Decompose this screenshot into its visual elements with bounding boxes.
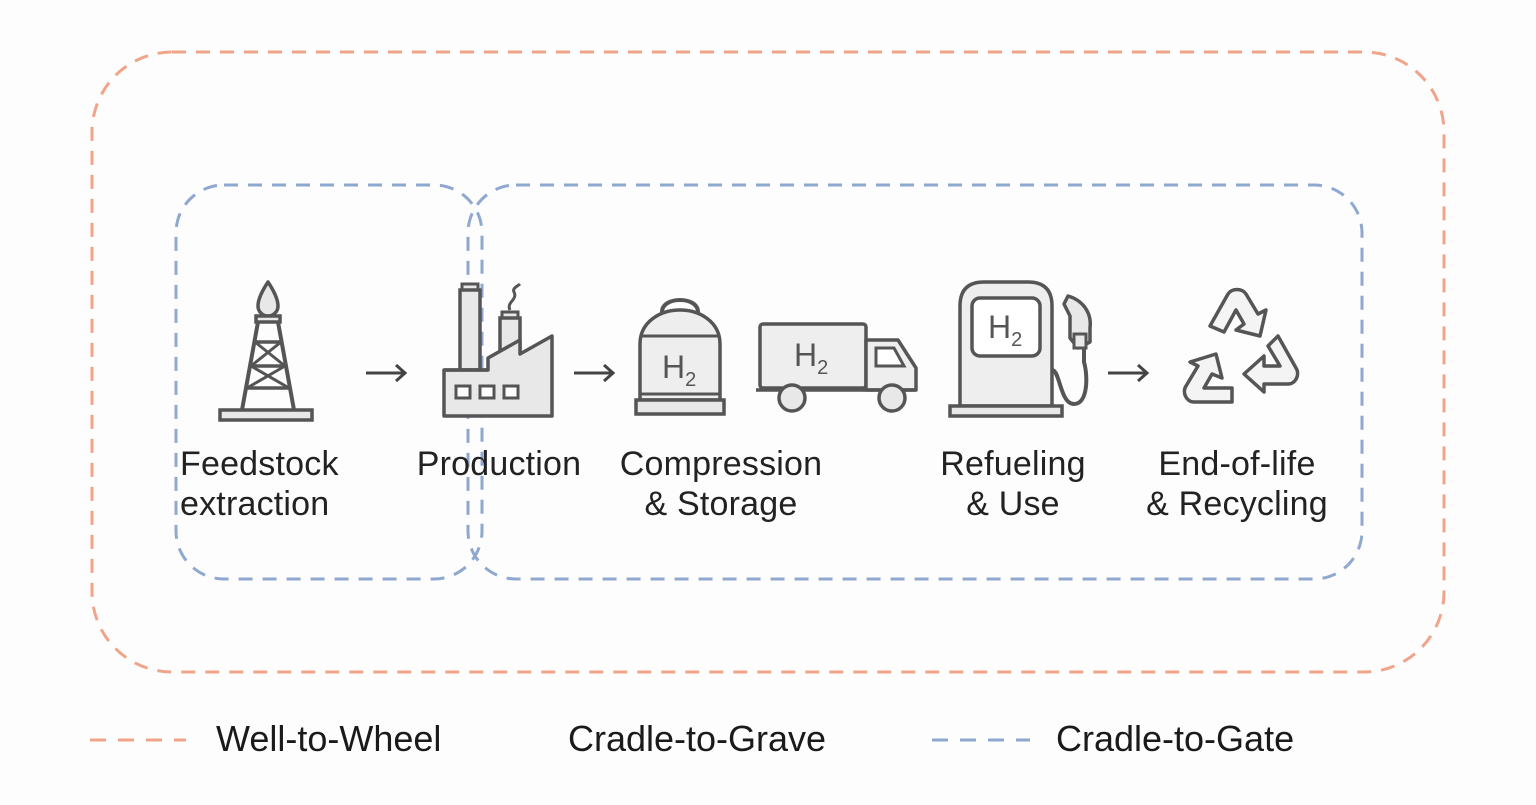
- recycle-icon: [1166, 280, 1312, 414]
- truck-h2-symbol: H2: [794, 337, 828, 379]
- flow-arrow-3: [1108, 363, 1150, 383]
- stage-label-end-of-life: End-of-life & Recycling: [1146, 445, 1328, 523]
- legend-label-cradle-to-grave: Cradle-to-Grave: [568, 718, 827, 759]
- flow-arrow-1: [366, 363, 408, 383]
- oil-derrick-icon: [214, 278, 318, 424]
- flow-arrow-2: [574, 363, 616, 383]
- stage-label-feedstock: Feedstock extraction: [180, 445, 339, 523]
- stage-label-refueling: Refueling & Use: [940, 445, 1086, 523]
- factory-icon: [438, 278, 558, 422]
- stage-label-production: Production: [416, 445, 582, 483]
- fuel-pump-icon: H2: [944, 276, 1094, 422]
- hydrogen-truck-icon: H2: [752, 318, 920, 418]
- legend-label-cradle-to-gate: Cradle-to-Gate: [1056, 718, 1295, 759]
- well-to-wheel-boundary: [90, 50, 1446, 674]
- gas-tank-icon: H2: [632, 290, 728, 420]
- pump-h2-symbol: H2: [988, 309, 1022, 351]
- tank-h2-symbol: H2: [662, 349, 696, 391]
- legend-label-well-to-wheel: Well-to-Wheel: [216, 718, 442, 759]
- stage-label-compression: Compression & Storage: [619, 445, 823, 523]
